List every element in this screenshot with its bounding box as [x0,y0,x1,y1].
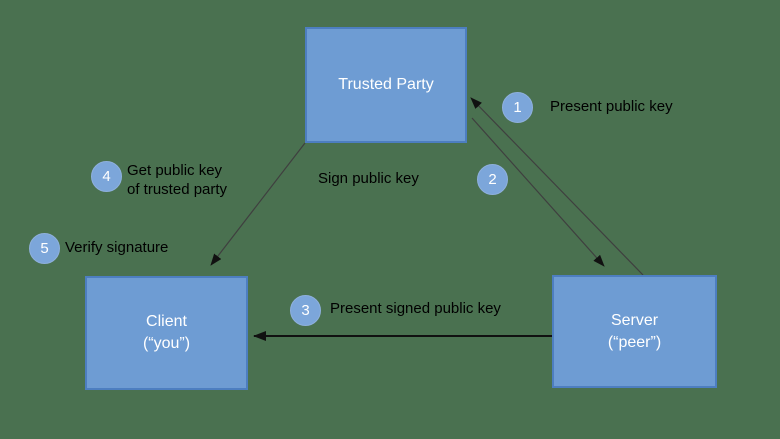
node-client-title: Client [146,313,187,330]
step-1-badge: 1 [502,92,533,123]
node-server-title: Server [610,311,659,329]
step-5-badge: 5 [29,233,60,264]
step-5-label: Verify signature [65,239,169,256]
step-3-label: Present signed public key [330,300,501,317]
step-4-badge: 4 [91,161,122,192]
arrow-trusted-party-to-client [210,142,306,266]
node-trusted-party: Trusted Party [305,27,467,143]
node-trusted-party-title: Trusted Party [338,76,434,93]
arrow-trusted-party-to-server [471,117,605,267]
step-4-label: Get public key of trusted party [127,162,228,198]
arrow-server-to-trusted-party [470,97,644,276]
step-1-label: Present public key [550,98,673,115]
node-client: Client (“you”) [85,276,248,390]
node-server: Server (“peer”) [552,275,717,388]
step-2-label: Sign public key [318,170,419,187]
node-client-subtitle: (“you”) [142,335,191,352]
node-server-subtitle: (“peer”) [607,333,662,351]
step-3-badge: 3 [290,295,321,326]
step-2-badge: 2 [477,164,508,195]
